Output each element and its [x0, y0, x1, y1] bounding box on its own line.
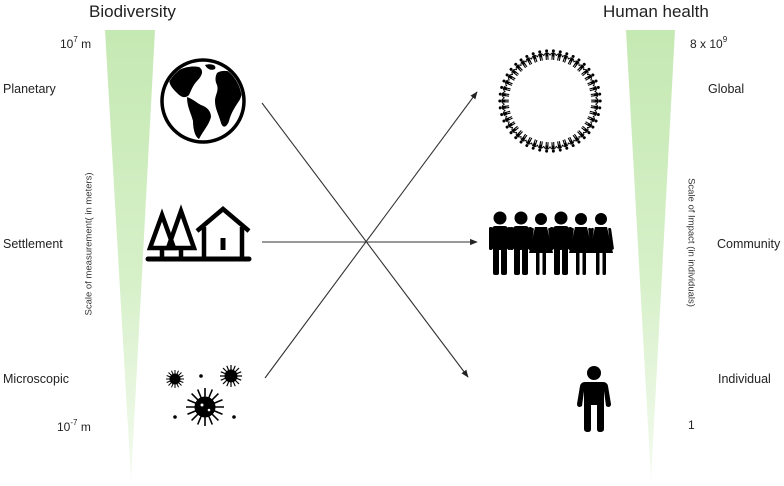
people-circle-icon	[498, 49, 602, 153]
globe-icon	[160, 58, 246, 144]
left-axis-label: Scale of measurement( in meters)	[83, 172, 95, 316]
level-label-individual: Individual	[718, 372, 771, 386]
arrow-microscopic-to-global	[264, 91, 478, 379]
right-top-value: 8 x 109	[690, 35, 728, 51]
right-scale-wedge	[626, 30, 675, 480]
level-label-settlement: Settlement	[3, 237, 63, 251]
trees-house-icon	[145, 204, 252, 262]
level-label-planetary: Planetary	[3, 82, 56, 96]
value-base: 8 x 10	[690, 37, 723, 51]
value-unit: m	[77, 37, 92, 51]
level-label-microscopic: Microscopic	[3, 372, 69, 386]
right-bottom-value: 1	[688, 418, 695, 432]
arrow-planetary-to-individual	[261, 102, 469, 378]
right-axis-label: Scale of Impact (in individuals)	[685, 178, 697, 307]
value-base: 10	[57, 420, 71, 434]
level-label-global: Global	[708, 82, 745, 96]
left-scale-wedge	[105, 30, 155, 480]
value-exponent: 9	[722, 35, 728, 44]
arrows	[261, 91, 478, 379]
left-top-value: 107 m	[60, 35, 92, 51]
left-bottom-value: 10-7 m	[57, 418, 91, 434]
value-exponent: -7	[70, 418, 78, 427]
level-label-community: Community	[717, 237, 781, 251]
left-panel-title: Biodiversity	[89, 2, 176, 21]
value-base: 1	[688, 418, 695, 432]
right-panel-title: Human health	[603, 2, 709, 21]
value-unit: m	[77, 420, 91, 434]
value-base: 10	[60, 37, 74, 51]
person-icon	[577, 366, 611, 432]
value-exponent: 7	[73, 35, 78, 44]
virus-icon	[166, 365, 242, 426]
people-group-icon	[489, 211, 614, 275]
